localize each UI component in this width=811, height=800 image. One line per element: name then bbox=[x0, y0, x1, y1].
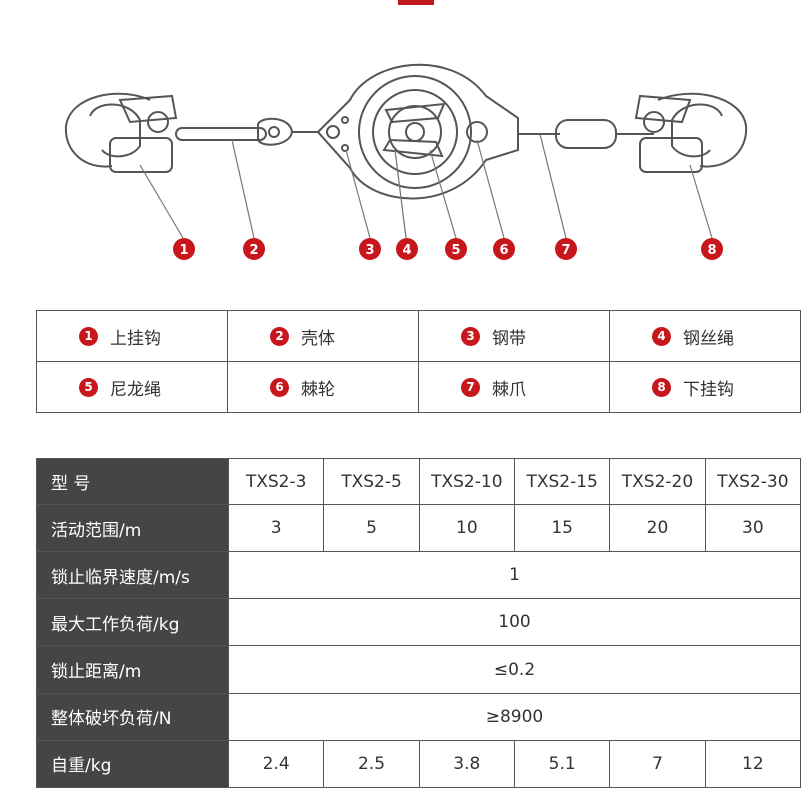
number-badge: 7 bbox=[461, 377, 480, 397]
value-cell: 12 bbox=[704, 739, 802, 789]
callout-5: 5 bbox=[445, 238, 467, 260]
spec-row-lock-speed: 锁止临界速度/m/s 1 bbox=[36, 551, 801, 600]
value-cell: 30 bbox=[704, 503, 802, 553]
row-label: 锁止临界速度/m/s bbox=[36, 551, 229, 600]
legend-label: 棘轮 bbox=[301, 379, 335, 400]
value-cell: 3 bbox=[227, 503, 325, 553]
legend-cell: 3 钢带 bbox=[418, 310, 610, 362]
connector-rod bbox=[175, 117, 318, 146]
value-cell: 20 bbox=[609, 503, 706, 553]
upper-hook bbox=[64, 92, 178, 173]
svg-text:5: 5 bbox=[451, 243, 460, 258]
svg-text:4: 4 bbox=[402, 243, 411, 258]
value-cell: ≥8900 bbox=[228, 692, 801, 741]
row-label: 整体破坏负荷/N bbox=[36, 692, 229, 741]
value-cell: 5.1 bbox=[513, 739, 611, 789]
steel-cable bbox=[518, 119, 654, 149]
svg-text:2: 2 bbox=[249, 243, 258, 258]
legend-cell: 6 棘轮 bbox=[227, 361, 419, 413]
spec-row-weight: 自重/kg 2.4 2.5 3.8 5.1 7 12 bbox=[36, 739, 802, 789]
callout-8: 8 bbox=[701, 238, 723, 260]
model-cell: TXS2-15 bbox=[513, 458, 611, 505]
callout-6: 6 bbox=[493, 238, 515, 260]
number-badge: 4 bbox=[652, 326, 671, 346]
model-cell: TXS2-10 bbox=[418, 458, 515, 505]
value-cell: 2.4 bbox=[227, 739, 325, 789]
spec-header-row: 型 号 TXS2-3 TXS2-5 TXS2-10 TXS2-15 TXS2-2… bbox=[36, 458, 802, 505]
value-cell: 2.5 bbox=[323, 739, 420, 789]
legend-label: 下挂钩 bbox=[683, 379, 734, 400]
value-cell: 10 bbox=[418, 503, 515, 553]
legend-label: 上挂钩 bbox=[110, 328, 161, 349]
value-cell: ≤0.2 bbox=[228, 645, 801, 694]
legend-cell: 8 下挂钩 bbox=[609, 361, 801, 413]
callout-2: 2 bbox=[243, 238, 265, 260]
spec-row-break-load: 整体破坏负荷/N ≥8900 bbox=[36, 692, 801, 741]
row-label: 锁止距离/m bbox=[36, 645, 229, 694]
callout-1: 1 bbox=[173, 238, 195, 260]
svg-text:1: 1 bbox=[179, 243, 188, 258]
legend-label: 尼龙绳 bbox=[110, 379, 161, 400]
number-badge: 8 bbox=[652, 377, 671, 397]
value-cell: 7 bbox=[609, 739, 706, 789]
legend-cell: 5 尼龙绳 bbox=[36, 361, 228, 413]
parts-legend-table: 1 上挂钩 2 壳体 3 钢带 4 钢丝绳 5 尼龙绳 6 棘轮 7 棘爪 8 下挂钩 bbox=[36, 310, 801, 413]
spec-row-range: 活动范围/m 3 5 10 15 20 30 bbox=[36, 503, 802, 553]
model-cell: TXS2-30 bbox=[704, 458, 802, 505]
callout-3: 3 bbox=[359, 238, 381, 260]
callout-7: 7 bbox=[555, 238, 577, 260]
row-label: 自重/kg bbox=[36, 739, 229, 789]
lower-hook bbox=[634, 92, 748, 173]
svg-text:7: 7 bbox=[561, 243, 570, 258]
value-cell: 3.8 bbox=[418, 739, 515, 789]
product-diagram: 1 2 3 4 5 6 7 8 bbox=[64, 63, 748, 260]
model-cell: TXS2-3 bbox=[227, 458, 325, 505]
legend-row: 1 上挂钩 2 壳体 3 钢带 4 钢丝绳 bbox=[36, 310, 801, 362]
legend-label: 钢带 bbox=[492, 328, 526, 349]
spec-row-lock-distance: 锁止距离/m ≤0.2 bbox=[36, 645, 801, 694]
legend-cell: 4 钢丝绳 bbox=[609, 310, 801, 362]
value-cell: 1 bbox=[228, 551, 801, 600]
callout-4: 4 bbox=[396, 238, 418, 260]
svg-text:3: 3 bbox=[365, 243, 374, 258]
number-badge: 2 bbox=[270, 326, 289, 346]
legend-label: 壳体 bbox=[301, 328, 335, 349]
legend-cell: 7 棘爪 bbox=[418, 361, 610, 413]
legend-cell: 2 壳体 bbox=[227, 310, 419, 362]
value-cell: 15 bbox=[513, 503, 611, 553]
leader-lines bbox=[139, 133, 713, 239]
model-cell: TXS2-5 bbox=[323, 458, 420, 505]
legend-cell: 1 上挂钩 bbox=[36, 310, 228, 362]
spec-row-max-load: 最大工作负荷/kg 100 bbox=[36, 598, 801, 647]
number-badge: 3 bbox=[461, 326, 480, 346]
model-cell: TXS2-20 bbox=[609, 458, 706, 505]
svg-text:8: 8 bbox=[707, 243, 716, 258]
title-accent-bar bbox=[398, 0, 434, 5]
number-badge: 6 bbox=[270, 377, 289, 397]
spec-table: 型 号 TXS2-3 TXS2-5 TXS2-10 TXS2-15 TXS2-2… bbox=[36, 458, 802, 789]
legend-label: 棘爪 bbox=[492, 379, 526, 400]
value-cell: 5 bbox=[323, 503, 420, 553]
legend-label: 钢丝绳 bbox=[683, 328, 734, 349]
number-badge: 1 bbox=[79, 326, 98, 346]
svg-text:6: 6 bbox=[499, 243, 508, 258]
value-cell: 100 bbox=[228, 598, 801, 647]
row-label: 活动范围/m bbox=[36, 503, 229, 553]
row-label: 最大工作负荷/kg bbox=[36, 598, 229, 647]
legend-row: 5 尼龙绳 6 棘轮 7 棘爪 8 下挂钩 bbox=[36, 361, 801, 413]
number-badge: 5 bbox=[79, 377, 98, 397]
model-header: 型 号 bbox=[36, 458, 229, 505]
